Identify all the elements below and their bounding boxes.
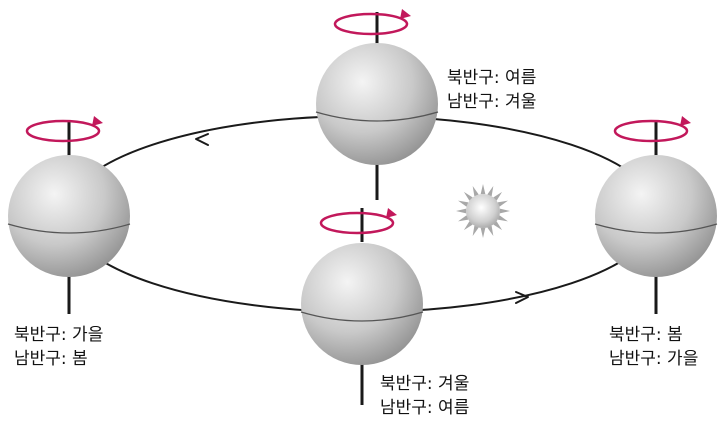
orbit-direction-arrowhead-icon bbox=[515, 291, 529, 304]
sun-ray bbox=[497, 200, 508, 207]
equator-line bbox=[315, 111, 439, 122]
rotation-arrow-icon bbox=[25, 116, 103, 143]
sun-ray bbox=[472, 186, 479, 197]
southern-hemisphere-season: 남반구: 봄 bbox=[14, 349, 88, 369]
season-label-bottom: 북반구: 겨울 남반구: 여름 bbox=[380, 372, 469, 420]
earth-globe-bottom bbox=[300, 208, 424, 405]
northern-hemisphere-season: 북반구: 여름 bbox=[447, 68, 537, 88]
orbit-direction-arrowhead-icon bbox=[195, 133, 209, 146]
sun-ray bbox=[499, 208, 510, 214]
northern-hemisphere-season: 북반구: 봄 bbox=[609, 325, 683, 345]
sun-ray bbox=[493, 191, 503, 201]
sun-ray bbox=[480, 184, 486, 195]
sun-ray bbox=[472, 225, 479, 236]
season-label-top: 북반구: 여름 남반구: 겨울 bbox=[447, 66, 536, 114]
sun-ray bbox=[487, 225, 494, 236]
northern-hemisphere-season: 북반구: 가을 bbox=[14, 325, 104, 345]
sun-ray bbox=[463, 221, 473, 231]
earth-globe-top bbox=[315, 9, 439, 200]
sun-ray bbox=[487, 186, 494, 197]
sun-ray bbox=[480, 227, 486, 238]
sun-ray bbox=[497, 215, 508, 222]
northern-hemisphere-season: 북반구: 겨울 bbox=[380, 374, 470, 394]
rotation-arrow-icon bbox=[319, 208, 397, 235]
equator-line bbox=[7, 223, 131, 234]
southern-hemisphere-season: 남반구: 겨울 bbox=[447, 92, 537, 112]
rotation-arrow-icon bbox=[613, 116, 691, 143]
season-label-right: 북반구: 봄 남반구: 가을 bbox=[609, 323, 698, 371]
sun-ray bbox=[458, 200, 469, 207]
sun-ray bbox=[458, 215, 469, 222]
southern-hemisphere-season: 남반구: 여름 bbox=[380, 398, 470, 418]
sun-ray bbox=[456, 208, 467, 214]
season-label-left: 북반구: 가을 남반구: 봄 bbox=[14, 323, 103, 371]
equator-line bbox=[594, 223, 718, 234]
sun-ray bbox=[493, 221, 503, 231]
southern-hemisphere-season: 남반구: 가을 bbox=[609, 349, 699, 369]
sun-icon bbox=[456, 184, 510, 238]
earth-globe-left bbox=[7, 116, 131, 314]
earth-globe-right bbox=[594, 116, 718, 314]
rotation-arrow-icon bbox=[333, 9, 411, 36]
equator-line bbox=[300, 311, 424, 322]
sun-ray bbox=[463, 191, 473, 201]
